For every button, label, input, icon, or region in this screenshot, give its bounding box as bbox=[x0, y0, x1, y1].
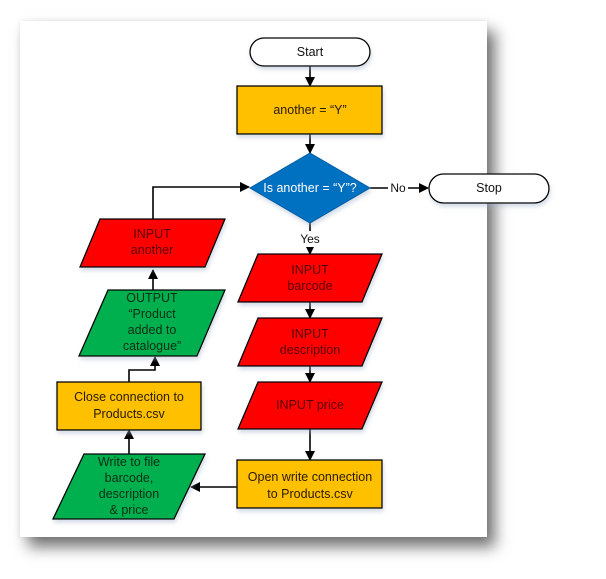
node-open-connection-line2: to Products.csv bbox=[267, 487, 353, 501]
edge-close-output bbox=[128, 356, 160, 382]
node-output-message-line3: added to bbox=[128, 323, 177, 337]
edge-another-decision bbox=[152, 182, 250, 219]
node-decision[interactable] bbox=[249, 152, 371, 224]
node-input-description-line2: description bbox=[280, 343, 340, 357]
node-write-file-line1: Write to file bbox=[98, 455, 160, 469]
node-input-price-label: INPUT price bbox=[276, 398, 344, 412]
connectors: No Yes bbox=[124, 66, 429, 492]
edge-label-no: No bbox=[390, 181, 406, 195]
node-input-barcode-line1: INPUT bbox=[291, 263, 329, 277]
node-output-message-line2: “Product bbox=[128, 307, 176, 321]
node-open-connection[interactable] bbox=[236, 459, 383, 509]
node-close-connection-line1: Close connection to bbox=[74, 390, 184, 404]
node-open-connection-line1: Open write connection bbox=[248, 470, 372, 484]
node-stop[interactable] bbox=[428, 173, 550, 204]
node-stop-label: Stop bbox=[476, 181, 502, 195]
node-write-file-line4: & price bbox=[110, 503, 149, 517]
node-start-label: Start bbox=[297, 45, 324, 59]
edge-label-yes: Yes bbox=[300, 232, 320, 246]
node-input-another-line2: another bbox=[131, 243, 173, 257]
node-input-another-line1: INPUT bbox=[133, 227, 171, 241]
node-write-file[interactable] bbox=[51, 453, 207, 520]
node-close-connection[interactable] bbox=[56, 381, 202, 431]
node-input-description-line1: INPUT bbox=[291, 327, 329, 341]
node-write-file-line2: barcode, bbox=[105, 471, 154, 485]
node-input-price[interactable] bbox=[237, 381, 383, 430]
node-output-message-line1: OUTPUT bbox=[126, 291, 178, 305]
node-input-another[interactable] bbox=[79, 218, 226, 268]
node-close-connection-line2: Products.csv bbox=[93, 407, 165, 421]
node-input-barcode-line2: barcode bbox=[287, 279, 332, 293]
node-start[interactable] bbox=[249, 37, 371, 67]
node-write-file-line3: description bbox=[99, 487, 159, 501]
node-input-barcode[interactable] bbox=[237, 253, 383, 303]
yes-label-bg bbox=[296, 231, 324, 247]
node-init-label: another = “Y” bbox=[273, 103, 346, 117]
node-output-message-line4: catalogue” bbox=[123, 339, 181, 353]
node-output-message[interactable] bbox=[78, 289, 226, 357]
no-label-bg bbox=[388, 180, 408, 196]
node-input-description[interactable] bbox=[237, 317, 383, 367]
node-decision-label: Is another = “Y”? bbox=[263, 181, 356, 195]
node-init[interactable] bbox=[236, 85, 383, 135]
